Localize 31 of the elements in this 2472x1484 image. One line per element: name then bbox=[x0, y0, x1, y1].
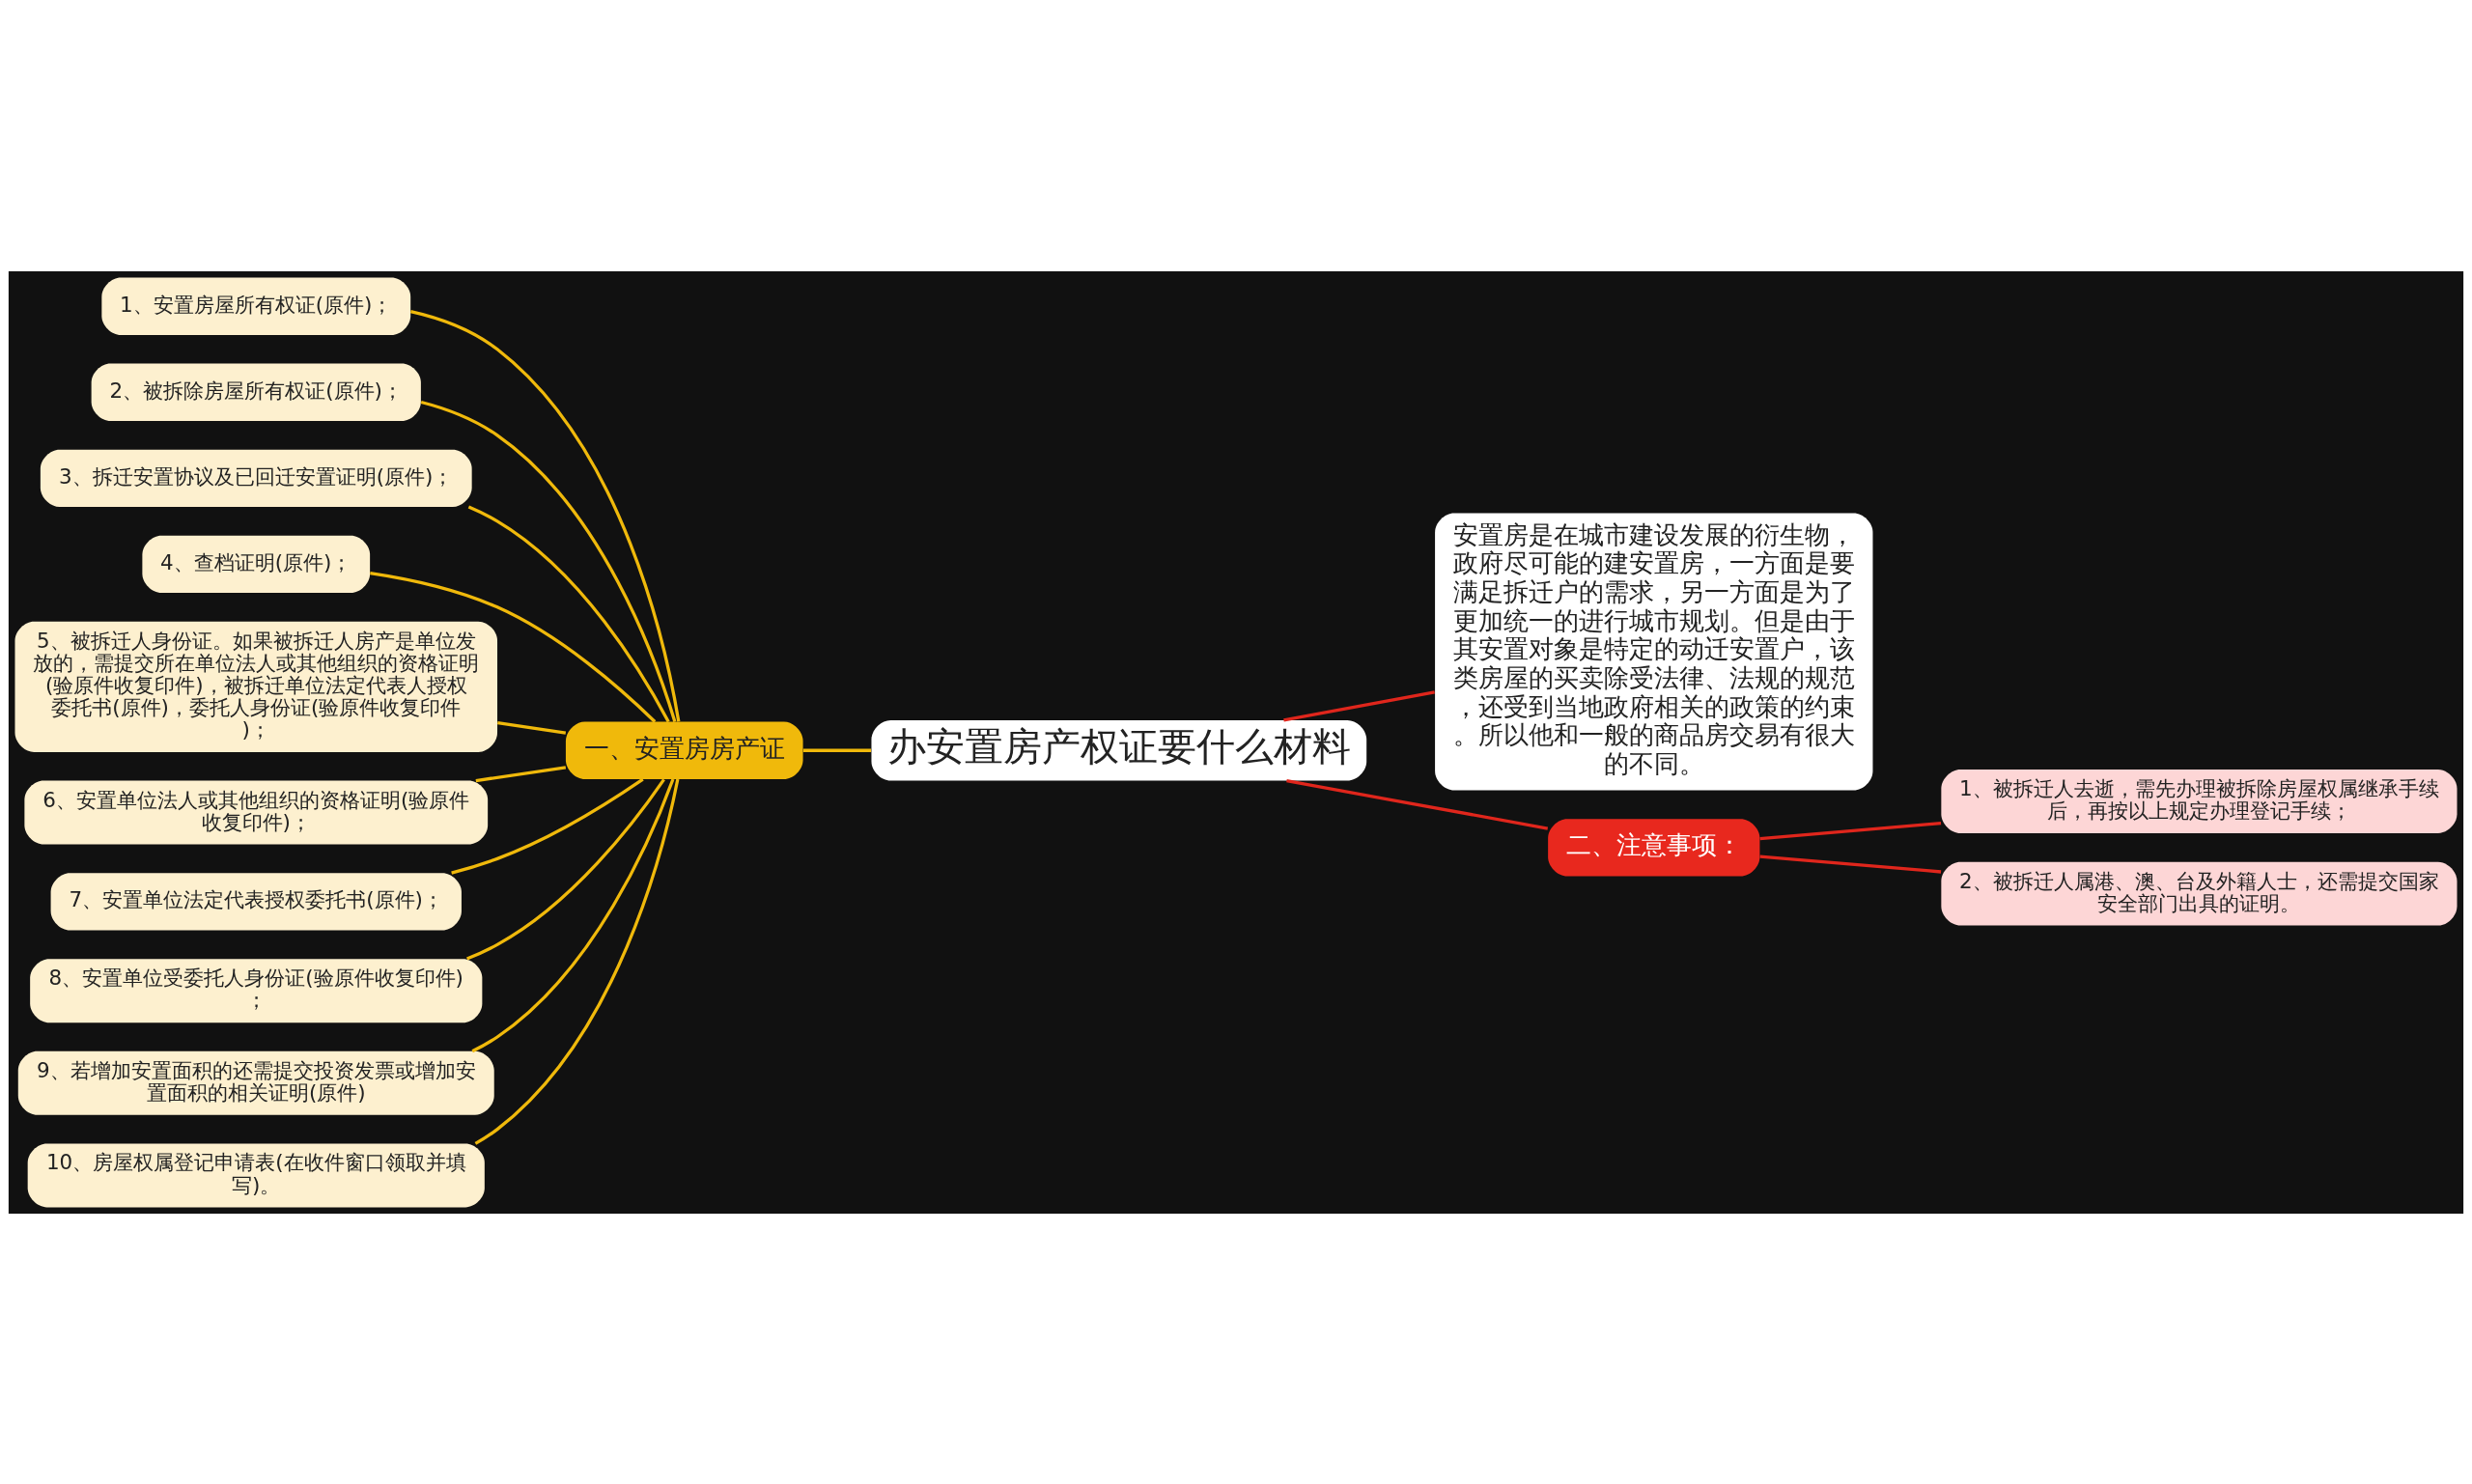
node-box: 办安置房产权证要什么材料 bbox=[871, 719, 1367, 781]
node-box: 1、安置房屋所有权证(原件)； bbox=[101, 277, 411, 335]
node-box: 9、若增加安置面积的还需提交投资发票或增加安置面积的相关证明(原件) bbox=[17, 1050, 494, 1115]
connector bbox=[1286, 778, 1549, 830]
connector bbox=[802, 748, 872, 752]
connector bbox=[1759, 821, 1942, 840]
connector bbox=[474, 778, 680, 1145]
connector bbox=[409, 309, 681, 722]
node-box: 二、注意事项： bbox=[1548, 818, 1760, 876]
connector bbox=[497, 720, 567, 735]
connector bbox=[370, 571, 657, 723]
node-box: 8、安置单位受委托人身份证(验原件收复印件)； bbox=[30, 958, 483, 1022]
connector bbox=[420, 400, 677, 722]
connector bbox=[475, 765, 567, 782]
node-box: 2、被拆迁人属港、澳、台及外籍人士，还需提交国家安全部门出具的证明。 bbox=[1941, 861, 2458, 926]
connector bbox=[466, 777, 665, 961]
node-box: 安置房是在城市建设发展的衍生物，政府尽可能的建安置房，一方面是要满足拆迁户的需求，另一方面是为了更加统一的进行城市规划。但是由于其安置对象是特定的动迁安置户，该类房屋的买卖除受法律、法规的规范，还受到当地政府相关的政策的约束。所以他和一般的商品房交易有很大的不同。 bbox=[1435, 513, 1873, 790]
node-box: 4、查档证明(原件)； bbox=[142, 535, 371, 593]
connector bbox=[467, 505, 670, 722]
connector bbox=[471, 777, 675, 1052]
node-box: 7、安置单位法定代表授权委托书(原件)； bbox=[50, 872, 462, 931]
node-box: 5、被拆迁人身份证。如果被拆迁人房产是单位发放的，需提交所在单位法人或其他组织的资格证明(验原件收复印件)，被拆迁单位法定代表人授权委托书(原件)，委托人身份证(验原件收复印件)； bbox=[14, 621, 498, 752]
connector bbox=[1283, 689, 1435, 721]
node-box: 6、安置单位法人或其他组织的资格证明(验原件收复印件)； bbox=[24, 780, 489, 844]
node-box: 1、被拆迁人去逝，需先办理被拆除房屋权属继承手续后，再按以上规定办理登记手续； bbox=[1941, 769, 2458, 833]
node-box: 一、安置房房产证 bbox=[565, 721, 803, 779]
node-box: 2、被拆除房屋所有权证(原件)； bbox=[91, 363, 421, 421]
node-box: 10、房屋权属登记申请表(在收件窗口领取并填写)。 bbox=[27, 1142, 485, 1207]
node-box: 3、拆迁安置协议及已回迁安置证明(原件)； bbox=[40, 449, 472, 507]
connector bbox=[1759, 854, 1942, 874]
connector bbox=[451, 777, 644, 875]
